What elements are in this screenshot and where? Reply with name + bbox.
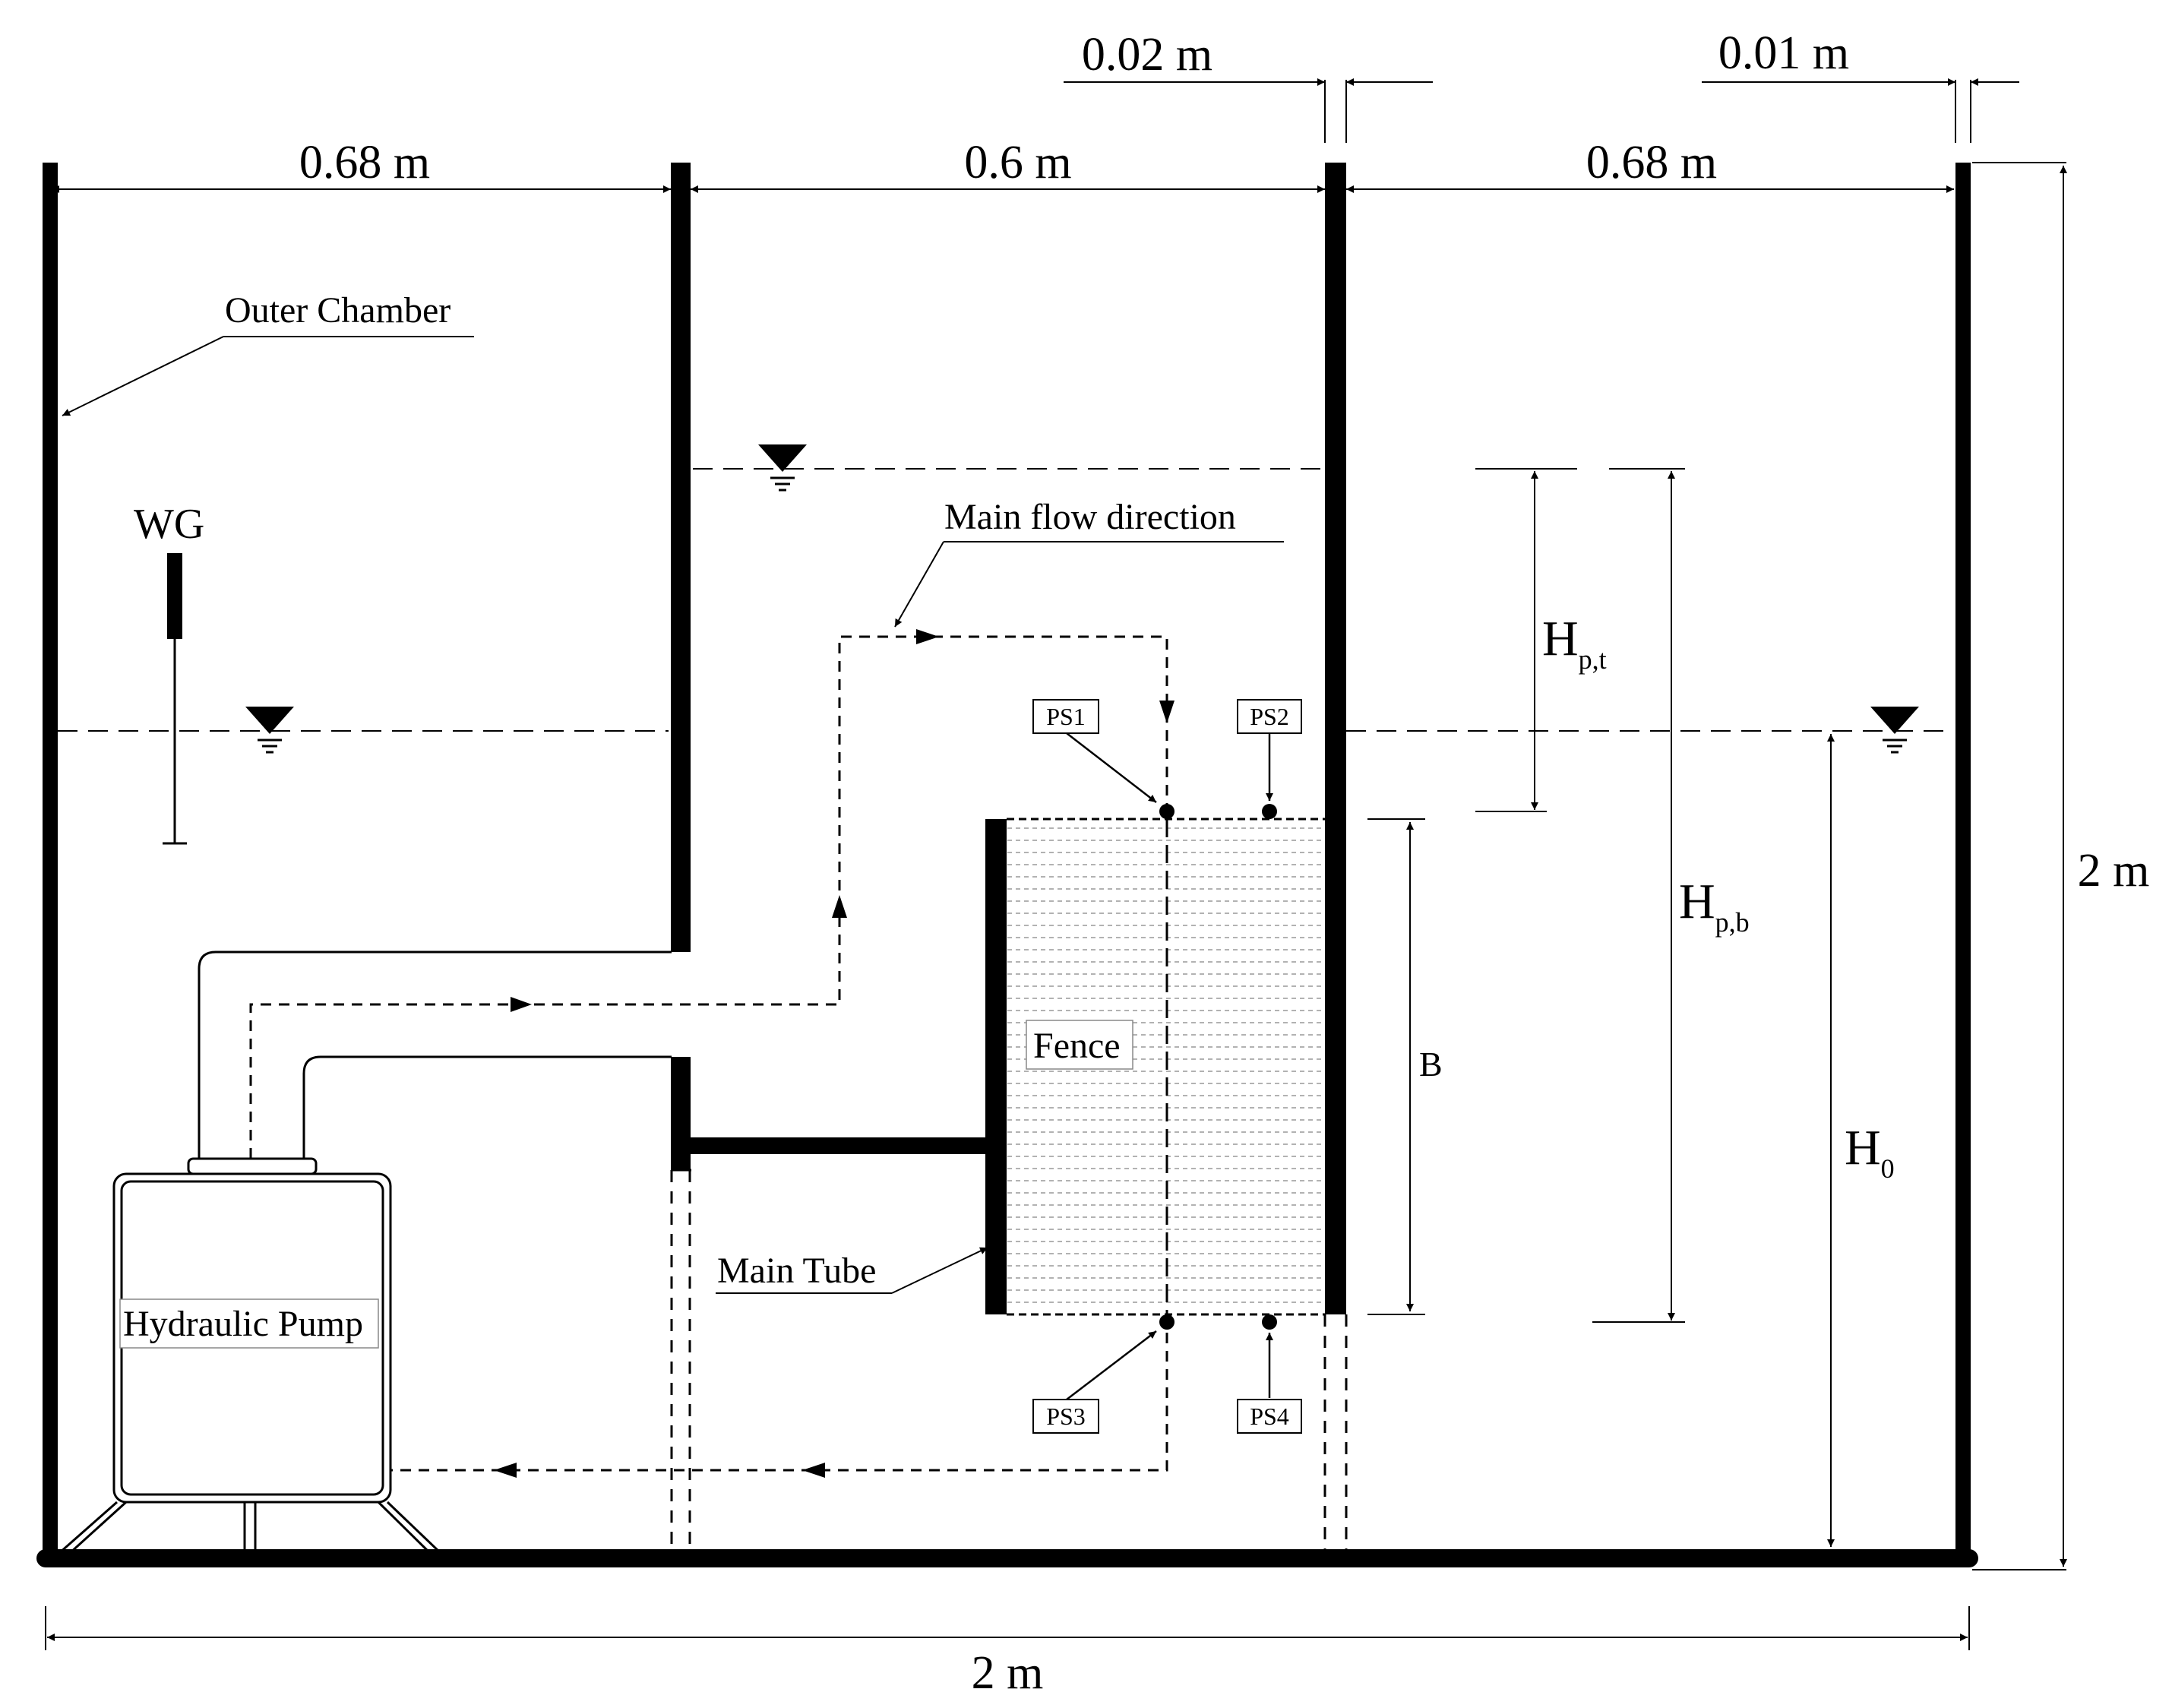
main-tube-label: Main Tube bbox=[717, 1251, 876, 1291]
fence-label-box bbox=[1026, 1020, 1133, 1070]
ps3-label: PS3 bbox=[1046, 1403, 1086, 1430]
water-surface-symbol-right bbox=[1870, 707, 1919, 754]
dim-total-width: 2 m bbox=[972, 1647, 1044, 1699]
pressure-sensor-boxes bbox=[1032, 699, 1302, 1434]
pressure-sensor-dots bbox=[1159, 804, 1277, 1330]
dimension-lines bbox=[45, 78, 2067, 1650]
dim-width-middle: 0.6 m bbox=[964, 137, 1071, 188]
ps1-label: PS1 bbox=[1046, 703, 1086, 730]
hydraulic-pump-label-box bbox=[119, 1298, 379, 1349]
main-tube-inner-wall bbox=[302, 1055, 672, 1159]
hydraulic-pump-label: Hydraulic Pump bbox=[123, 1304, 363, 1344]
tank-structure bbox=[36, 163, 1978, 1567]
outer-chamber-callout bbox=[62, 336, 474, 416]
water-levels bbox=[58, 468, 1954, 732]
ps3-dot bbox=[1159, 1314, 1175, 1330]
ps4-label: PS4 bbox=[1250, 1403, 1289, 1430]
h0-symbol: H0 bbox=[1845, 1120, 1895, 1184]
main-tube-callout bbox=[716, 1247, 988, 1294]
hpb-symbol: Hp,b bbox=[1679, 874, 1750, 938]
pressure-sensor-leaders bbox=[1066, 732, 1273, 1400]
dim-width-right: 0.68 m bbox=[1586, 137, 1717, 188]
wave-gauge-label: WG bbox=[134, 501, 204, 548]
wave-gauge bbox=[163, 553, 187, 845]
main-flow-direction-callout bbox=[894, 541, 1284, 628]
fence-height-label: B bbox=[1419, 1045, 1443, 1083]
hpt-symbol: Hp,t bbox=[1542, 611, 1607, 675]
main-flow-direction-label: Main flow direction bbox=[944, 497, 1236, 537]
flow-path bbox=[249, 635, 1168, 1472]
ps2-dot bbox=[1262, 804, 1277, 819]
dim-gap-right: 0.01 m bbox=[1718, 27, 1849, 79]
water-surface-symbol-middle bbox=[758, 444, 807, 492]
ps1-dot bbox=[1159, 804, 1175, 819]
water-surface-symbol-left bbox=[245, 707, 294, 754]
outer-chamber-label: Outer Chamber bbox=[225, 290, 451, 331]
fence-label: Fence bbox=[1033, 1026, 1121, 1066]
dim-width-left: 0.68 m bbox=[299, 137, 430, 188]
dashed-wall-extensions bbox=[670, 1170, 1348, 1550]
ps4-dot bbox=[1262, 1314, 1277, 1330]
flow-arrows bbox=[494, 629, 1175, 1478]
dim-total-height: 2 m bbox=[2078, 845, 2150, 897]
ps2-label: PS2 bbox=[1250, 703, 1289, 730]
main-tube-outer-wall bbox=[198, 950, 672, 1159]
hydraulic-pump bbox=[58, 1157, 442, 1555]
dim-gap-left: 0.02 m bbox=[1082, 29, 1212, 81]
